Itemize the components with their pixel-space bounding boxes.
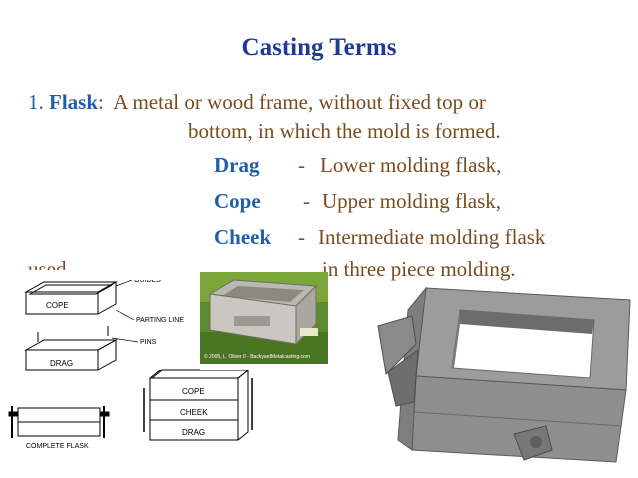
cope-label: COPE (46, 301, 69, 310)
term-drag-dash: - (298, 153, 305, 177)
term-cheek-desc: Intermediate molding flask (318, 225, 546, 249)
term-drag: Drag (214, 153, 260, 177)
photo-credit: © 2005, L. Oliver II - BackyardMetalcast… (204, 353, 310, 360)
term-drag-desc: Lower molding flask, (320, 153, 502, 177)
stacked-flask-labels: COPE CHEEK DRAG (149, 370, 253, 441)
term-flask: Flask (49, 90, 99, 114)
page-title: Casting Terms (241, 34, 397, 61)
drag-label: DRAG (50, 359, 73, 368)
definition-text-1: A metal or wood frame, without fixed top… (113, 90, 486, 114)
guides-label: GUIDES (134, 277, 161, 284)
term-cope-desc: Upper molding flask, (322, 189, 502, 213)
term-cheek-dash: - (298, 225, 305, 249)
drag-box (24, 326, 118, 371)
term-cope: Cope (214, 189, 261, 213)
metal-flask-photo (377, 286, 631, 463)
term-colon: : (98, 90, 104, 114)
stack-cheek-label: CHEEK (180, 408, 208, 417)
item-number: 1. (28, 90, 44, 114)
definition-line-1: 1. Flask: A metal or wood frame, without… (28, 90, 486, 115)
pins-leader (111, 337, 139, 343)
term-cheek: Cheek (214, 225, 272, 249)
parting-line-label: PARTING LINE (136, 317, 184, 324)
stack-cope-label: COPE (182, 387, 205, 396)
complete-flask (8, 406, 110, 438)
wood-flask-photo: © 2005, L. Oliver II - BackyardMetalcast… (200, 272, 328, 364)
term-cope-dash: - (303, 189, 310, 213)
definition-line-2: bottom, in which the mold is formed. (188, 119, 501, 143)
stack-drag-label: DRAG (182, 428, 205, 437)
parting-line-leader (115, 309, 135, 321)
continuation-right: in three piece molding. (322, 257, 516, 281)
complete-label: COMPLETE FLASK (26, 443, 89, 450)
pins-label: PINS (140, 339, 157, 346)
guides-leader (115, 279, 133, 287)
cope-box (24, 281, 118, 315)
